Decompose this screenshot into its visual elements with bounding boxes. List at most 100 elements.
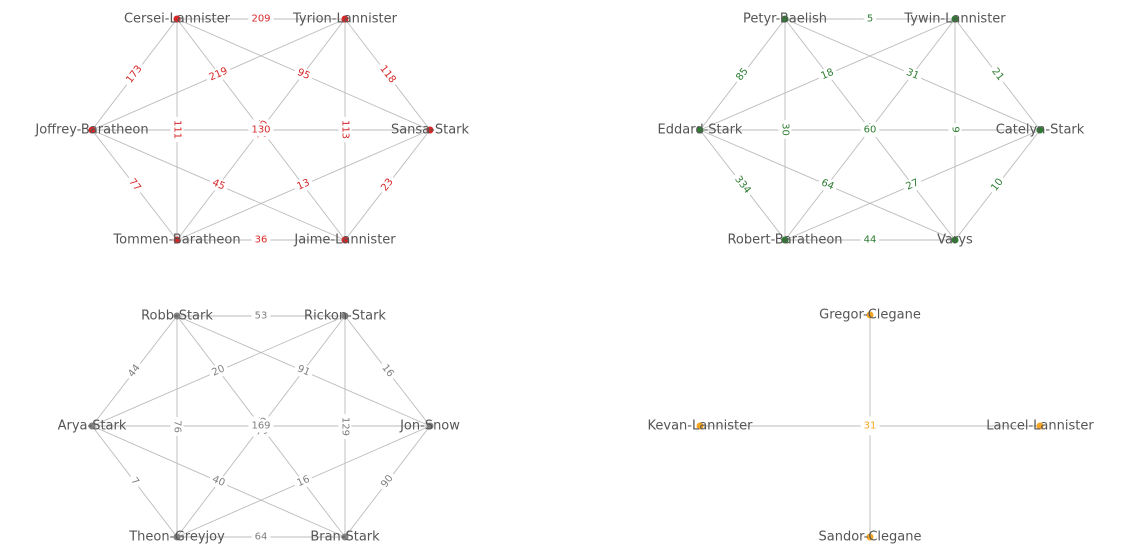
node-dot[interactable] xyxy=(88,126,96,134)
node-label: Tommen-Baratheon xyxy=(112,233,240,248)
edge-weight-label: 130 xyxy=(251,125,270,136)
edge-label-background xyxy=(204,63,233,86)
node-dot[interactable] xyxy=(696,422,704,430)
edge-label-background xyxy=(729,171,756,199)
edge-weight-label: 9 xyxy=(950,126,961,132)
node-dot[interactable] xyxy=(1036,126,1044,134)
edge-weight-label: 36 xyxy=(255,235,268,246)
edge-label-background xyxy=(376,470,399,493)
node-dot[interactable] xyxy=(866,533,874,541)
edge-label-background xyxy=(986,63,1009,86)
edge-weight-label: 5 xyxy=(867,14,873,25)
edge-label-background xyxy=(374,60,401,89)
node-label: Catelyn-Stark xyxy=(996,123,1085,138)
node-label: Sandor-Clegane xyxy=(818,530,921,545)
edge-label-background xyxy=(292,361,315,381)
edge-weight-label: 64 xyxy=(255,532,268,543)
edge-label-background xyxy=(816,175,839,195)
node-dot[interactable] xyxy=(341,312,349,320)
node-dot[interactable] xyxy=(341,236,349,244)
edge-weight-label: 113 xyxy=(340,120,351,139)
node-label: Varys xyxy=(937,233,973,248)
edge-label-background xyxy=(248,419,274,433)
node-label: Jaime-Lannister xyxy=(293,233,396,248)
edge-label-background xyxy=(863,12,877,26)
node-dot[interactable] xyxy=(341,533,349,541)
node-label: Joffrey-Baratheon xyxy=(34,123,148,138)
node-label: Petyr-Baelish xyxy=(743,12,827,27)
edge-weight-label: 40 xyxy=(210,474,226,489)
node-label: Tywin-Lannister xyxy=(903,12,1006,27)
edge-label-background xyxy=(248,123,274,137)
edge-label-background xyxy=(207,361,230,381)
node-label: Cersei-Lannister xyxy=(124,12,231,27)
edge-label-background xyxy=(292,471,315,492)
node-dot[interactable] xyxy=(173,533,181,541)
edge-label-background xyxy=(816,64,839,85)
edge-weight-label: 91 xyxy=(295,363,311,378)
edge-label-background xyxy=(207,471,230,492)
node-label: Kevan-Lannister xyxy=(648,419,754,434)
edge-weight-label: 169 xyxy=(251,421,270,432)
edge-label-background xyxy=(778,120,792,139)
edge-label-background xyxy=(731,63,754,86)
network-graph-1: 209173111951302191181131301307745132336C… xyxy=(34,12,469,248)
node-dot[interactable] xyxy=(426,126,434,134)
edge-label-background xyxy=(292,175,315,195)
node-dot[interactable] xyxy=(88,422,96,430)
edge-weight-label: 31 xyxy=(904,67,920,82)
edge-label-background xyxy=(376,173,399,197)
edge-label-background xyxy=(170,116,184,143)
node-label: Tyrion-Lannister xyxy=(292,12,398,27)
edge-weight-label: 64 xyxy=(819,177,835,192)
node-dot[interactable] xyxy=(951,15,959,23)
edge-label-background xyxy=(901,175,924,195)
edge-label-background xyxy=(123,359,146,383)
network-graph-4: 3131Gregor-CleganeKevan-LannisterLancel-… xyxy=(648,308,1095,545)
node-dot[interactable] xyxy=(173,312,181,320)
edge-weight-label: 44 xyxy=(864,235,877,246)
edge-label-background xyxy=(292,64,315,85)
edge-label-background xyxy=(125,472,144,491)
edge-weight-label: 7 xyxy=(128,476,141,488)
node-dot[interactable] xyxy=(173,15,181,23)
edge-label-background xyxy=(338,413,352,440)
node-dot[interactable] xyxy=(866,311,874,319)
edge-weight-label: 95 xyxy=(295,67,311,82)
node-label: Eddard-Stark xyxy=(658,123,743,138)
edge-weight-label: 76 xyxy=(172,420,183,433)
edge-label-background xyxy=(251,233,271,247)
edge-weight-label: 20 xyxy=(210,363,226,378)
node-label: Theon-Greyjoy xyxy=(128,530,225,545)
node-dot[interactable] xyxy=(781,236,789,244)
node-label: Arya-Stark xyxy=(58,419,127,434)
edge-label-background xyxy=(123,173,146,197)
edge-weight-label: 45 xyxy=(210,177,226,192)
node-dot[interactable] xyxy=(951,236,959,244)
edge-weight-label: 53 xyxy=(255,311,268,322)
node-label: Bran-Stark xyxy=(310,530,380,545)
edge-label-background xyxy=(986,173,1009,197)
node-label: Sansa-Stark xyxy=(391,123,470,138)
node-label: Jon-Snow xyxy=(399,419,460,434)
edge-label-background xyxy=(376,359,399,383)
edge-weight-label: 18 xyxy=(819,67,835,82)
node-dot[interactable] xyxy=(173,236,181,244)
edge-weight-label: 30 xyxy=(780,123,791,136)
edge-label-background xyxy=(901,64,924,85)
edge-weight-label: 27 xyxy=(904,177,920,192)
edge-weight-label: 129 xyxy=(340,417,351,436)
node-label: Robb-Stark xyxy=(141,309,213,324)
edge-label-background xyxy=(860,419,880,433)
node-dot[interactable] xyxy=(426,422,434,430)
edge-weight-label: 16 xyxy=(295,474,311,489)
node-label: Robert-Baratheon xyxy=(727,233,842,248)
edge-label-background xyxy=(860,233,880,247)
edge-label-background xyxy=(248,12,274,26)
node-dot[interactable] xyxy=(696,126,704,134)
node-dot[interactable] xyxy=(781,15,789,23)
network-graph-3: 534476911692016129169169740169064Robb-St… xyxy=(58,309,461,545)
node-dot[interactable] xyxy=(1036,422,1044,430)
node-dot[interactable] xyxy=(341,15,349,23)
